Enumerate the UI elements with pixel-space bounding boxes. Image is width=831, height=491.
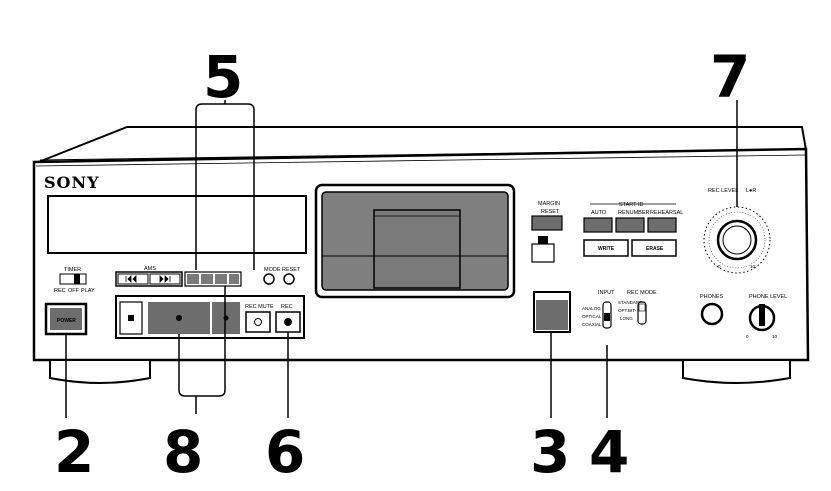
svg-text:0: 0 <box>746 334 749 339</box>
svg-text:START ID: START ID <box>619 202 643 208</box>
svg-text:COAXIAL: COAXIAL <box>582 322 602 327</box>
svg-text:PLAY: PLAY <box>81 288 95 294</box>
start-id-controls: START ID AUTO RENUMBER REHEARSAL WRITE E… <box>583 202 683 257</box>
rec-mode-selector[interactable]: REC MODE STANDARD OPT.BIT- LONG <box>618 290 657 325</box>
svg-text:AMS: AMS <box>144 266 156 272</box>
play-indicator-icon <box>176 315 182 321</box>
brand-logo: SONY <box>44 173 100 192</box>
display-window <box>47 195 307 254</box>
deck-feet <box>49 359 791 384</box>
prev-track-icon <box>125 275 137 283</box>
svg-text:PHONES: PHONES <box>700 294 724 300</box>
svg-text:ANALOG: ANALOG <box>582 306 601 311</box>
auto-button[interactable] <box>583 217 613 233</box>
stop-icon <box>128 315 134 321</box>
eject-button[interactable] <box>533 291 571 333</box>
margin-reset-control: MARGIN RESET <box>531 201 563 263</box>
search-rev-button[interactable] <box>187 274 199 284</box>
svg-text:REC: REC <box>54 288 66 294</box>
renumber-button[interactable] <box>615 217 645 233</box>
svg-text:POWER: POWER <box>57 318 76 324</box>
phones-jack[interactable]: PHONES <box>700 294 724 326</box>
svg-text:10: 10 <box>750 264 756 269</box>
phone-level-knob[interactable]: PHONE LEVEL 0 10 <box>746 294 787 339</box>
margin-indicator <box>531 243 555 263</box>
svg-text:LONG: LONG <box>620 316 633 321</box>
rec-mute-icon <box>254 318 262 326</box>
svg-text:REC: REC <box>281 304 293 310</box>
svg-text:WRITE: WRITE <box>598 246 615 252</box>
callout-7: 7 <box>710 43 750 111</box>
counter-button[interactable] <box>229 274 239 284</box>
rec-level-dial[interactable]: REC LEVEL L●R 0 10 <box>703 188 771 274</box>
timer-switch[interactable]: TIMER REC OFF PLAY <box>54 267 95 294</box>
callout-2: 2 <box>54 418 94 486</box>
svg-text:10: 10 <box>772 334 778 339</box>
search-fwd-button[interactable] <box>201 274 213 284</box>
rec-icon <box>284 318 292 326</box>
svg-text:0: 0 <box>718 264 721 269</box>
svg-text:OPT.BIT-: OPT.BIT- <box>618 308 637 313</box>
svg-text:OFF: OFF <box>68 288 80 294</box>
svg-text:TIMER: TIMER <box>64 267 81 273</box>
svg-text:MARGIN: MARGIN <box>538 201 560 207</box>
svg-text:OPTICAL: OPTICAL <box>582 314 602 319</box>
callout-8: 8 <box>163 418 203 486</box>
svg-text:AUTO: AUTO <box>591 210 607 216</box>
callout-4: 4 <box>589 418 629 486</box>
callout-5: 5 <box>203 43 243 111</box>
svg-text:MODE: MODE <box>264 267 281 273</box>
mode-button[interactable]: MODE <box>263 267 281 285</box>
svg-text:INPUT: INPUT <box>598 290 615 296</box>
write-button[interactable] <box>583 239 629 257</box>
input-selector[interactable]: INPUT ANALOG OPTICAL COAXIAL <box>582 290 615 329</box>
svg-text:ERASE: ERASE <box>646 246 664 252</box>
callout-8-bracket <box>178 286 226 397</box>
svg-text:RESET: RESET <box>282 267 301 273</box>
transport-bar: REC MUTE REC <box>115 295 305 339</box>
rehearsal-button[interactable] <box>647 217 677 233</box>
callout-3: 3 <box>530 418 570 486</box>
next-track-icon <box>159 275 171 283</box>
svg-text:STANDARD: STANDARD <box>618 300 643 305</box>
svg-text:RESET: RESET <box>541 209 560 215</box>
svg-text:REHEARSAL: REHEARSAL <box>650 210 683 216</box>
erase-button[interactable] <box>631 239 677 257</box>
power-button[interactable]: POWER <box>44 302 88 336</box>
indicator-buttons-group <box>184 271 242 287</box>
cassette-compartment[interactable] <box>314 183 516 299</box>
svg-text:L●R: L●R <box>746 188 756 194</box>
svg-text:REC MODE: REC MODE <box>627 290 657 296</box>
svg-text:REC MUTE: REC MUTE <box>245 304 274 310</box>
display-button[interactable] <box>215 274 227 284</box>
reset-button[interactable]: RESET <box>282 267 301 285</box>
svg-text:REC LEVEL: REC LEVEL <box>708 188 738 194</box>
margin-reset-button[interactable] <box>531 215 563 231</box>
svg-text:PHONE LEVEL: PHONE LEVEL <box>749 294 787 300</box>
ams-controls: AMS <box>115 266 183 287</box>
svg-text:RENUMBER: RENUMBER <box>618 210 650 216</box>
callout-6: 6 <box>265 418 305 486</box>
